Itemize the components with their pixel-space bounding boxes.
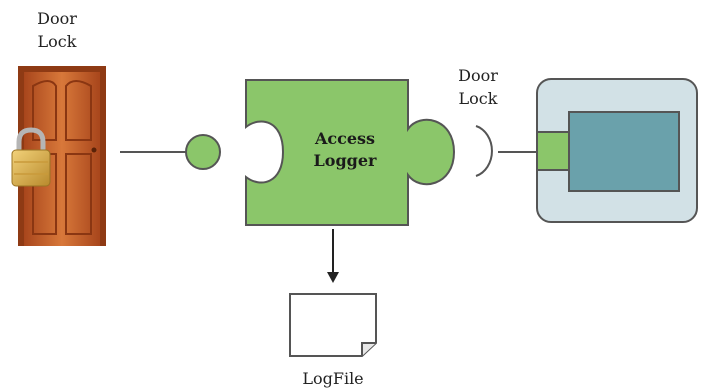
right-door-lock-label-line2: Lock: [459, 89, 498, 108]
required-interface-socket: [475, 125, 493, 177]
document-icon: [289, 293, 377, 357]
logfile-label: LogFile: [302, 369, 363, 388]
provided-interface-port: [185, 134, 221, 170]
left-door-lock-label-line1: Door: [37, 9, 77, 28]
device-icon: [536, 78, 698, 223]
padlock-icon: [11, 127, 51, 187]
right-door-lock-label-line1: Door: [458, 66, 498, 85]
left-door-lock-label-line2: Lock: [38, 32, 77, 51]
access-logger-label-line2: Logger: [314, 151, 377, 170]
logfile-arrow-head: [327, 272, 339, 283]
access-logger-component[interactable]: [245, 79, 456, 226]
access-logger-label-line1: Access: [314, 129, 375, 148]
door-icon: [18, 66, 106, 246]
